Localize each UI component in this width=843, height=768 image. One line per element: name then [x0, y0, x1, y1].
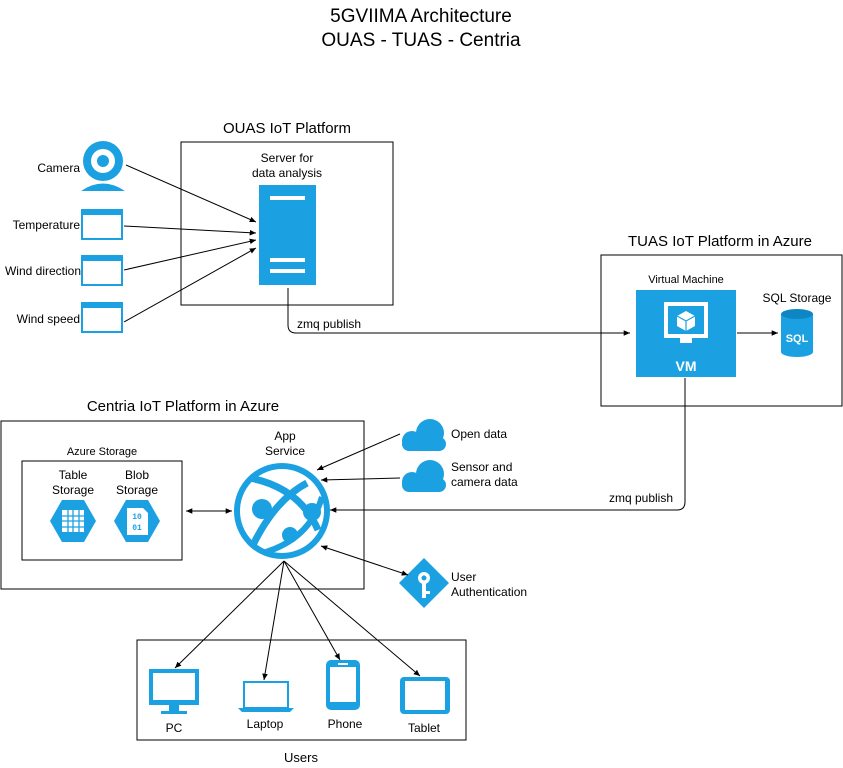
edge-camera-to-server — [125, 164, 257, 223]
cloud-icon — [402, 419, 446, 451]
edge-wind-speed-to-server — [123, 247, 257, 323]
blob-bits-1: 10 — [132, 513, 142, 522]
edge-temperature-to-server — [123, 225, 257, 236]
table-storage-label-2: Storage — [52, 483, 94, 497]
source-label-wind-direction: Wind direction — [5, 264, 81, 278]
open-data-label: Open data — [451, 427, 507, 441]
edge-wind-direction-to-server — [123, 238, 257, 271]
user-auth-label-2: Authentication — [451, 585, 527, 599]
source-label-camera: Camera — [37, 161, 80, 175]
device-label-pc: PC — [166, 721, 183, 735]
virtual-machine-icon: VM — [636, 290, 736, 377]
monitor-icon — [149, 669, 199, 714]
diagram-title-line-1: 5GVIIMA Architecture — [330, 6, 512, 27]
laptop-icon — [238, 681, 294, 712]
ouas-platform-title: OUAS IoT Platform — [223, 120, 351, 137]
sql-storage-title: SQL Storage — [763, 291, 832, 305]
edge-label-zmq-publish-2: zmq publish — [609, 491, 673, 505]
edge-open-data-to-app-service — [316, 433, 401, 471]
device-label-tablet: Tablet — [408, 721, 441, 735]
app-service-label-2: Service — [265, 444, 305, 458]
sql-label: SQL — [786, 333, 809, 345]
tuas-platform-container — [600, 254, 843, 407]
table-storage-icon — [50, 500, 96, 542]
edge-sensor-data-to-app-service — [320, 477, 401, 483]
edge-auth-app-service — [320, 545, 409, 576]
device-label-phone: Phone — [328, 717, 363, 731]
sensor-data-label-2: camera data — [451, 475, 518, 489]
phone-icon — [326, 660, 360, 710]
edge-app-service-to-pc — [174, 560, 285, 669]
blob-storage-icon: 10 01 — [114, 500, 160, 542]
centria-platform-title: Centria IoT Platform in Azure — [87, 398, 279, 415]
tablet-icon — [400, 677, 450, 714]
azure-storage-title: Azure Storage — [67, 446, 137, 458]
tuas-platform-title: TUAS IoT Platform in Azure — [628, 233, 812, 250]
edge-vm-to-app-service — [330, 378, 686, 513]
key-diamond-icon — [399, 558, 449, 608]
blob-storage-label-1: Blob — [125, 468, 149, 482]
server-icon — [259, 185, 316, 285]
app-service-label-1: App — [274, 429, 296, 443]
source-label-wind-speed: Wind speed — [17, 312, 80, 326]
edge-app-service-to-tablet — [283, 560, 421, 677]
edge-app-service-to-phone — [283, 560, 341, 661]
server-label-line-1: Server for — [261, 151, 314, 165]
table-storage-label-1: Table — [59, 468, 88, 482]
diagram-title-line-2: OUAS - TUAS - Centria — [321, 30, 521, 51]
azure-storage-container — [21, 460, 183, 561]
browser-window-icon — [81, 302, 123, 333]
user-auth-label-1: User — [451, 570, 476, 584]
server-label-line-2: data analysis — [252, 166, 322, 180]
blob-storage-label-2: Storage — [116, 483, 158, 497]
browser-window-icon — [81, 209, 123, 240]
vm-label: VM — [676, 358, 697, 374]
cloud-icon — [402, 460, 446, 492]
device-label-laptop: Laptop — [247, 717, 284, 731]
blob-bits-2: 01 — [132, 524, 142, 533]
browser-window-icon — [81, 255, 123, 286]
edge-server-to-vm — [287, 288, 630, 336]
vm-title: Virtual Machine — [648, 274, 724, 286]
edge-app-service-to-laptop — [262, 560, 285, 681]
users-container — [136, 639, 467, 741]
app-service-globe-icon — [234, 463, 330, 559]
webcam-icon — [81, 141, 125, 191]
sensor-data-label-1: Sensor and — [451, 460, 512, 474]
centria-platform-container — [0, 420, 365, 590]
sql-database-icon: SQL — [781, 309, 813, 357]
ouas-platform-container — [180, 141, 394, 306]
users-title: Users — [284, 750, 318, 765]
source-label-temperature: Temperature — [13, 218, 81, 232]
edge-label-zmq-publish-1: zmq publish — [297, 317, 361, 331]
